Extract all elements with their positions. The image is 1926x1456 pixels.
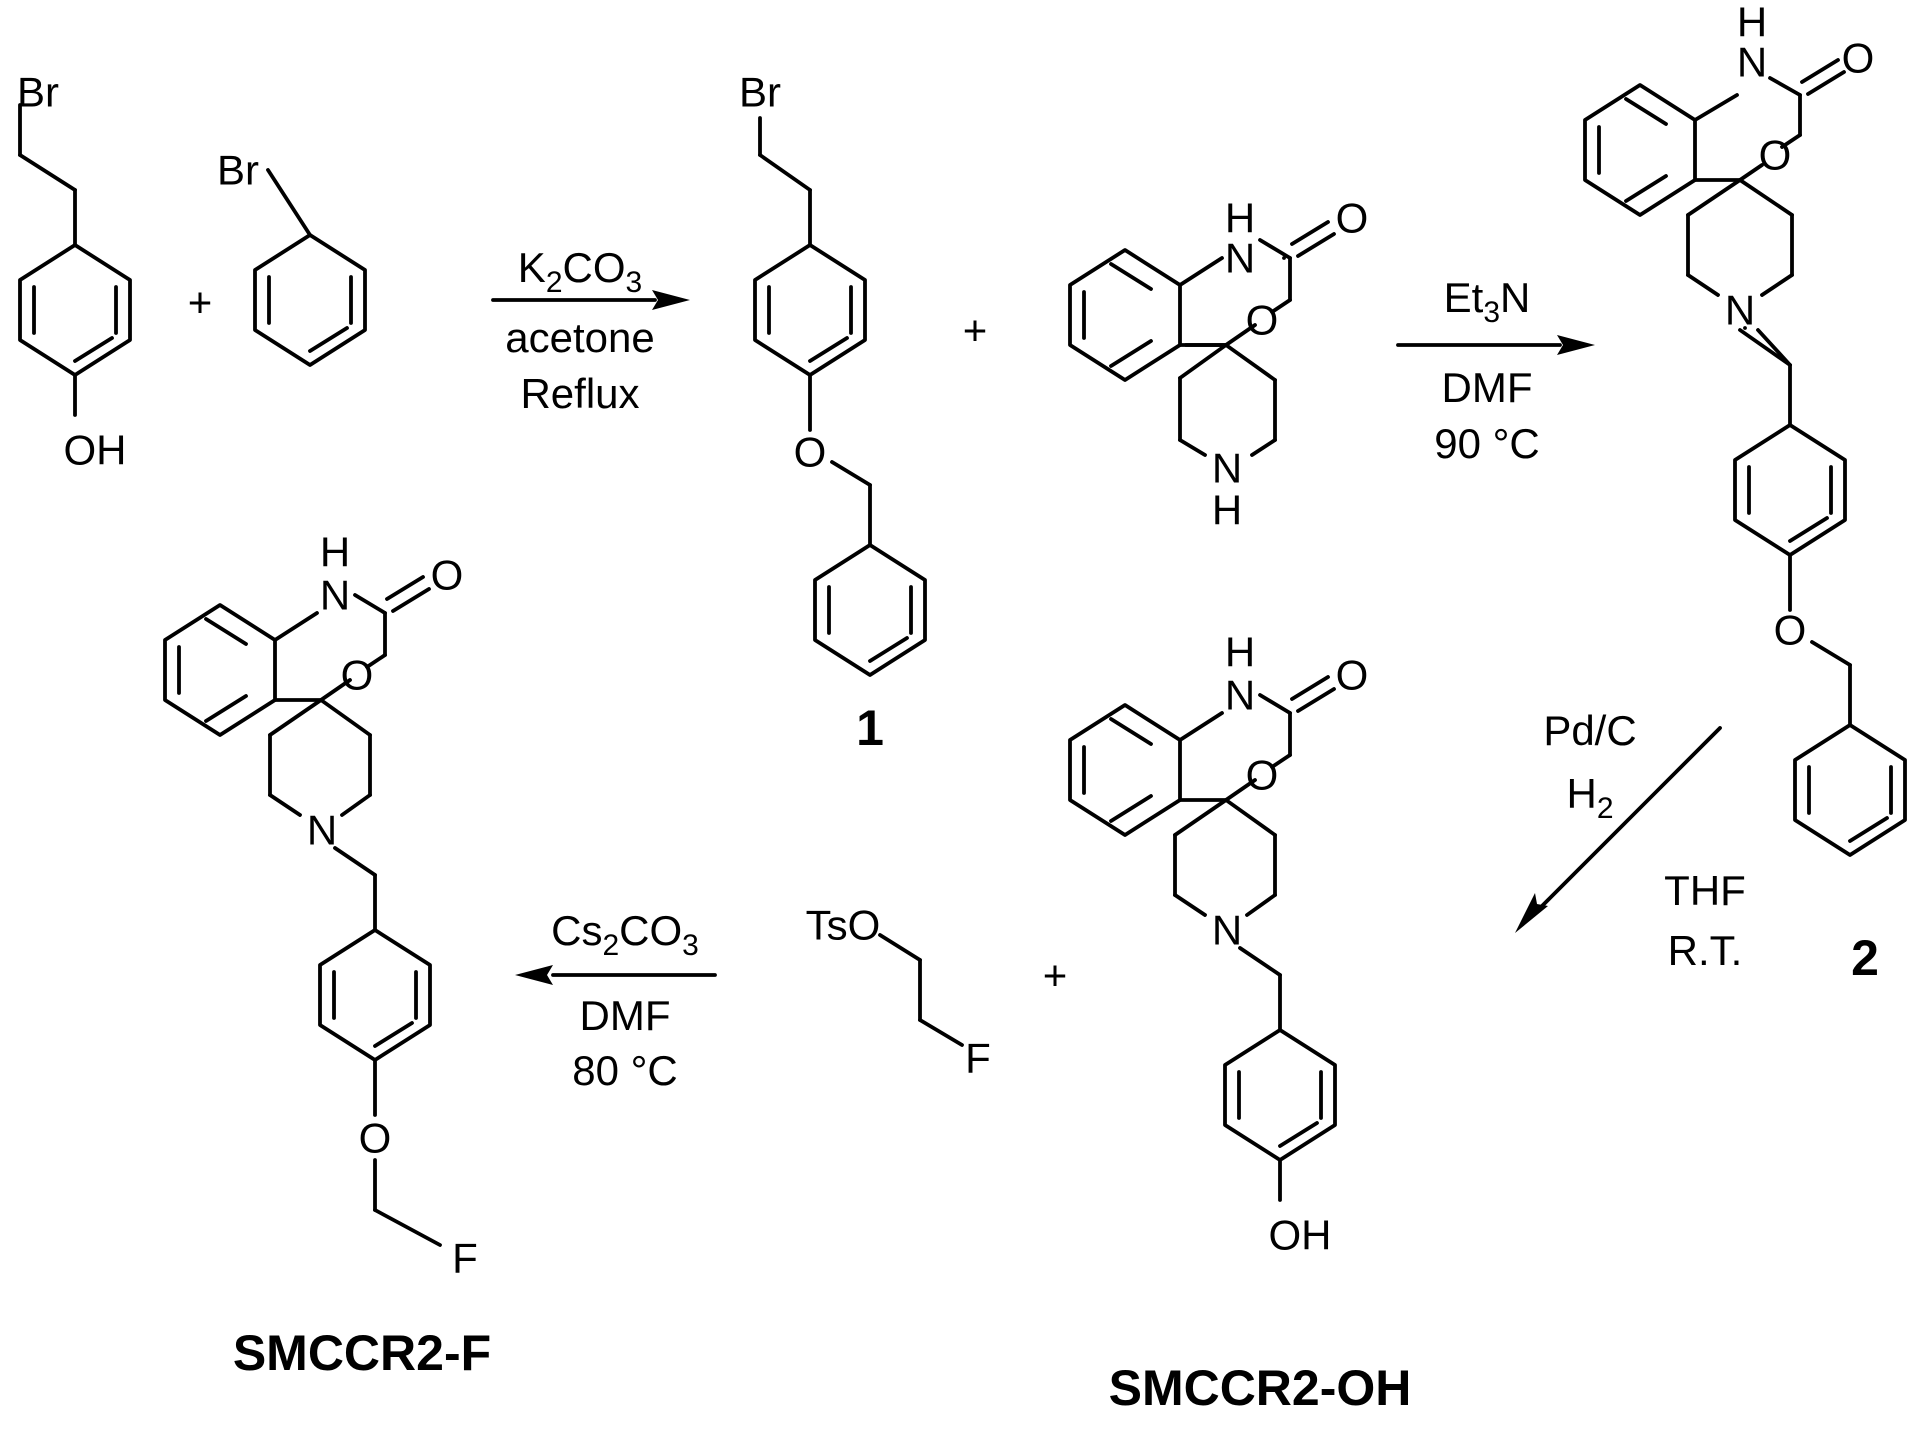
atom-ring-o: O bbox=[341, 652, 374, 699]
atom-piperidine-n: N bbox=[1725, 287, 1755, 334]
compound-label-smccr2-f: SMCCR2-F bbox=[233, 1325, 491, 1381]
reaction-arrow-3 bbox=[1515, 726, 1722, 933]
atom-piperidine-n: N bbox=[307, 807, 337, 854]
atom-n: N bbox=[1225, 235, 1255, 282]
atom-carbonyl-o: O bbox=[1842, 35, 1875, 82]
atom-carbonyl-o: O bbox=[431, 552, 464, 599]
plus-sign-3: + bbox=[1043, 952, 1068, 999]
step4-solvent: DMF bbox=[580, 992, 671, 1039]
compound-label-2: 2 bbox=[1851, 930, 1879, 986]
atom-oh: OH bbox=[64, 427, 127, 474]
bond-n-ethyl bbox=[1756, 328, 1792, 367]
step2-reagent: Et3N bbox=[1444, 274, 1531, 329]
plus-sign-2: + bbox=[963, 307, 988, 354]
plus-sign-1: + bbox=[188, 279, 213, 326]
benzyl-bromide-structure: Br bbox=[217, 147, 367, 367]
spiropiperidine-structure: H N O O N H bbox=[1068, 195, 1369, 534]
atom-n: N bbox=[1737, 39, 1767, 86]
compound-2-structure: H N O O N O bbox=[1583, 0, 1907, 857]
atom-n: N bbox=[320, 572, 350, 619]
reaction-arrow-2 bbox=[1396, 335, 1595, 355]
atom-br: Br bbox=[217, 147, 259, 194]
atom-piperidine-n: N bbox=[1212, 907, 1242, 954]
smccr2-f-structure: H N O O N O F bbox=[163, 529, 478, 1282]
reaction-arrow-4 bbox=[515, 965, 717, 985]
atom-ring-o: O bbox=[1246, 297, 1279, 344]
step2-temperature: 90 °C bbox=[1434, 420, 1540, 467]
atom-nh-h: H bbox=[1225, 195, 1255, 242]
compound-1-structure: Br O bbox=[739, 69, 927, 677]
atom-ring-o: O bbox=[1759, 132, 1792, 179]
step3-gas: H2 bbox=[1566, 770, 1613, 825]
step3-solvent: THF bbox=[1664, 867, 1746, 914]
atom-piperidine-n: N bbox=[1212, 445, 1242, 492]
atom-carbonyl-o: O bbox=[1336, 195, 1369, 242]
atom-piperidine-h: H bbox=[1212, 487, 1242, 534]
step3-catalyst: Pd/C bbox=[1543, 707, 1636, 754]
step1-solvent: acetone bbox=[505, 314, 654, 361]
atom-br: Br bbox=[739, 69, 781, 116]
compound-label-1: 1 bbox=[856, 700, 884, 756]
atom-nh-h: H bbox=[1737, 0, 1767, 46]
step4-temperature: 80 °C bbox=[572, 1047, 678, 1094]
atom-carbonyl-o: O bbox=[1336, 652, 1369, 699]
step1-reagent: K2CO3 bbox=[518, 244, 642, 299]
atom-ring-o: O bbox=[1246, 752, 1279, 799]
compound-label-smccr2-oh: SMCCR2-OH bbox=[1109, 1360, 1412, 1416]
atom-tso: TsO bbox=[806, 902, 881, 949]
atom-n: N bbox=[1225, 672, 1255, 719]
atom-nh-h: H bbox=[1225, 629, 1255, 676]
smccr2-oh-structure: H N O O N OH bbox=[1068, 629, 1369, 1259]
atom-f: F bbox=[452, 1235, 478, 1282]
step3-temperature: R.T. bbox=[1668, 927, 1743, 974]
step2-solvent: DMF bbox=[1442, 364, 1533, 411]
fluoroethyl-tosylate-structure: TsO F bbox=[806, 902, 991, 1082]
atom-f: F bbox=[965, 1035, 991, 1082]
atom-nh-h: H bbox=[320, 529, 350, 576]
bromoethylphenol-structure: Br OH bbox=[17, 69, 132, 474]
atom-ether-o: O bbox=[359, 1115, 392, 1162]
atom-o: O bbox=[794, 429, 827, 476]
atom-ether-o: O bbox=[1774, 607, 1807, 654]
step4-reagent: Cs2CO3 bbox=[551, 907, 699, 962]
step1-condition: Reflux bbox=[520, 370, 639, 417]
atom-br: Br bbox=[17, 69, 59, 116]
reaction-arrow-1 bbox=[491, 290, 690, 310]
atom-oh: OH bbox=[1269, 1212, 1332, 1259]
